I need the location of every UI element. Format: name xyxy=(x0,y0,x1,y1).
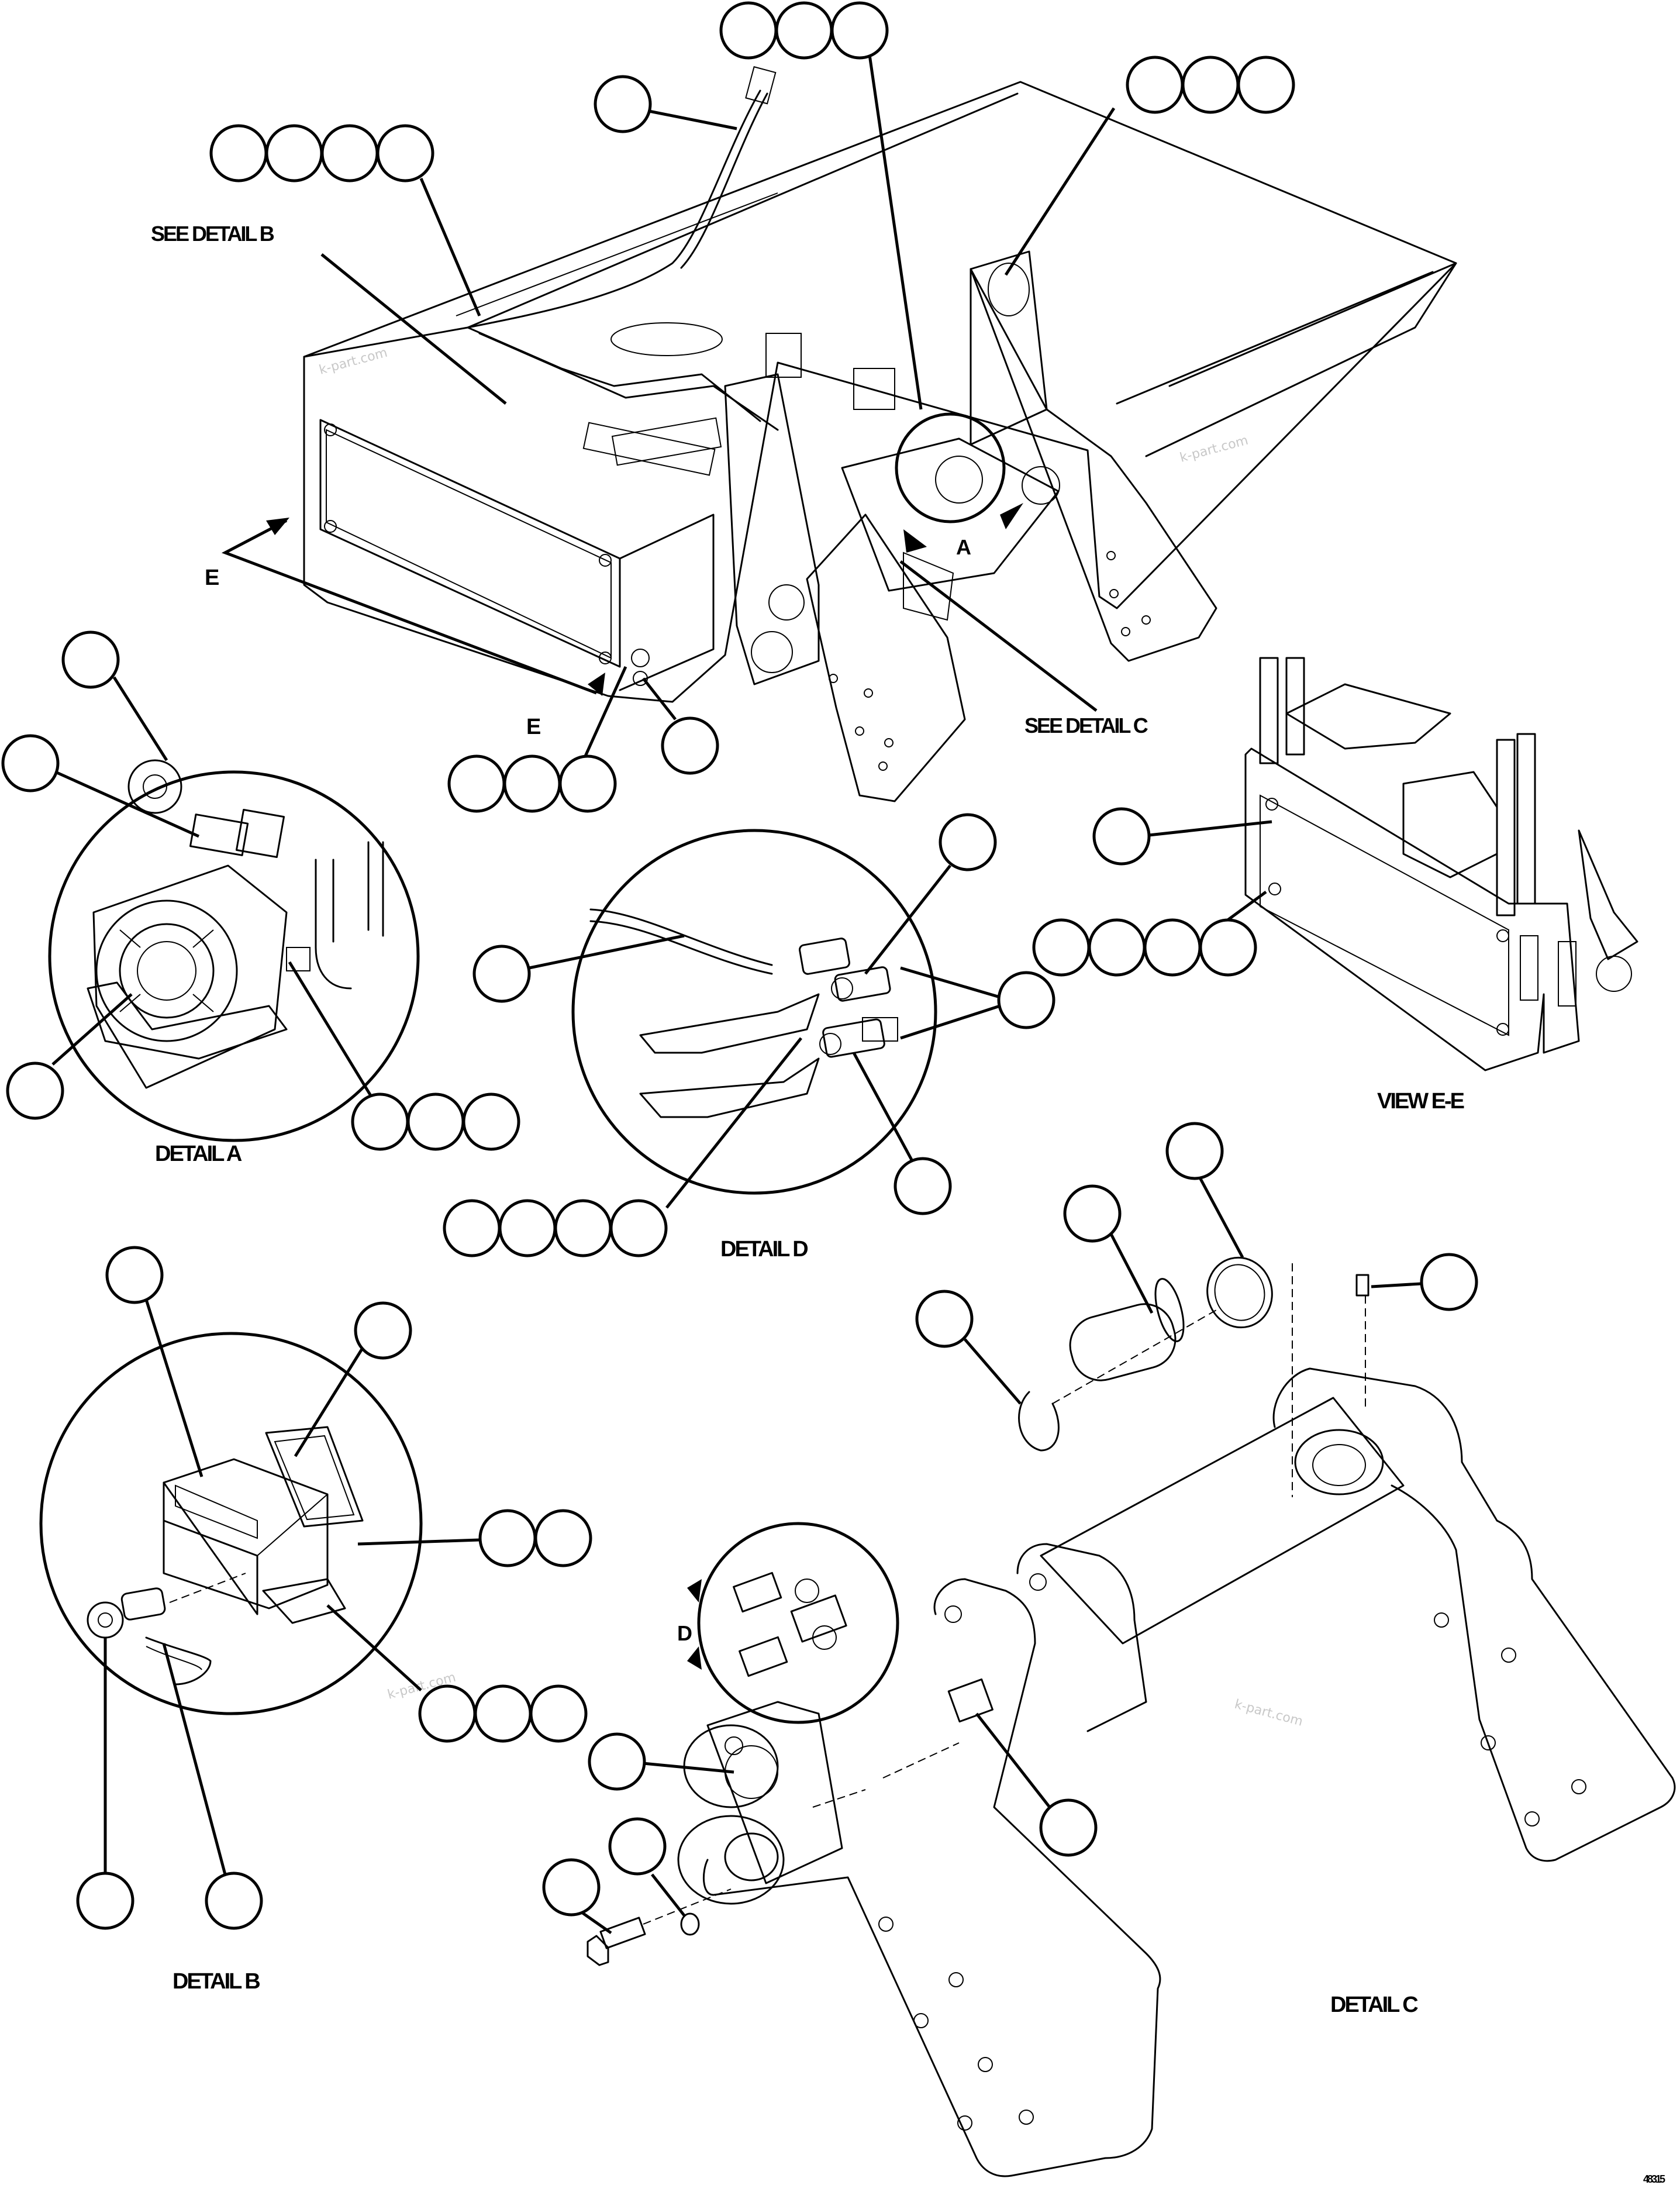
detail-b-label: DETAIL B xyxy=(173,1969,260,1994)
callout-detail-a-bottom xyxy=(6,993,133,1120)
detail-d-arrow xyxy=(687,1646,702,1670)
arrow-a-label: A xyxy=(956,535,971,559)
callout-detail-b-bottom-right xyxy=(162,1643,263,1930)
section-arrow xyxy=(266,518,289,535)
callout-box-lower-single xyxy=(642,677,719,775)
callout-detail-c-fitting xyxy=(1371,1253,1478,1311)
watermark: k-part.com xyxy=(318,346,389,378)
detail-a-arrow xyxy=(1000,503,1023,529)
section-e-lower-label: E xyxy=(526,715,540,739)
detail-d xyxy=(571,829,937,1195)
detail-a-arrow xyxy=(903,529,927,553)
callout-detail-a-left xyxy=(1,734,200,838)
drawing-number: 48315 xyxy=(1643,2173,1665,2185)
callout-detail-b-triple xyxy=(326,1604,588,1743)
view-e-e-label: VIEW E-E xyxy=(1377,1089,1464,1114)
arrow-d-label: D xyxy=(677,1621,692,1645)
detail-a-label: DETAIL A xyxy=(155,1142,242,1166)
watermark: k-part.com xyxy=(1233,1697,1304,1729)
callout-detail-d-quad xyxy=(443,1037,802,1257)
callout-detail-c-bushing xyxy=(588,1732,734,1791)
detail-d-arrow xyxy=(687,1579,702,1602)
callout-detail-a-top xyxy=(61,630,168,761)
view-e-e xyxy=(1244,657,1638,1071)
callout-detail-c-snap-ring-top xyxy=(1165,1122,1244,1259)
callout-view-ee-quad xyxy=(1032,890,1267,977)
detail-c-label: DETAIL C xyxy=(1330,1993,1418,2017)
callout-detail-c-washer xyxy=(608,1817,685,1917)
detail-b xyxy=(39,1332,423,1715)
callout-detail-c-bolt xyxy=(542,1858,612,1935)
callout-box-lower-triple xyxy=(447,666,627,813)
callout-detail-d-left xyxy=(472,934,685,1003)
callout-view-ee-single xyxy=(1092,807,1272,866)
callout-detail-a-triple xyxy=(288,961,520,1151)
main-assembly xyxy=(303,66,1457,802)
callout-top-right-triple xyxy=(1004,56,1295,276)
callout-detail-b-top-right xyxy=(294,1301,412,1457)
callout-detail-b-double xyxy=(357,1509,592,1567)
callout-detail-d-top xyxy=(864,813,997,975)
callout-detail-c-pin xyxy=(1063,1184,1154,1314)
detail-a xyxy=(48,759,420,1142)
watermark: k-part.com xyxy=(1178,433,1250,466)
callout-detail-b-bottom-left xyxy=(76,1638,134,1930)
section-e-upper-label: E xyxy=(205,566,219,590)
callout-top-triple xyxy=(719,1,923,410)
callout-detail-c-snap-ring-left xyxy=(915,1290,1022,1405)
section-arrow xyxy=(588,673,605,696)
callout-detail-b-top-left xyxy=(105,1246,203,1477)
callout-top-left-quad xyxy=(209,124,481,316)
detail-c xyxy=(587,1256,1676,2177)
callout-top-connector xyxy=(594,75,737,133)
detail-d-label: DETAIL D xyxy=(720,1237,808,1262)
callout-detail-d-bottom xyxy=(852,1052,952,1215)
see-detail-c-label: SEE DETAIL C xyxy=(1024,714,1148,737)
see-detail-b-label: SEE DETAIL B xyxy=(151,222,274,246)
callout-detail-d-right xyxy=(900,966,1055,1040)
callout-detail-c-switch xyxy=(975,1712,1098,1857)
